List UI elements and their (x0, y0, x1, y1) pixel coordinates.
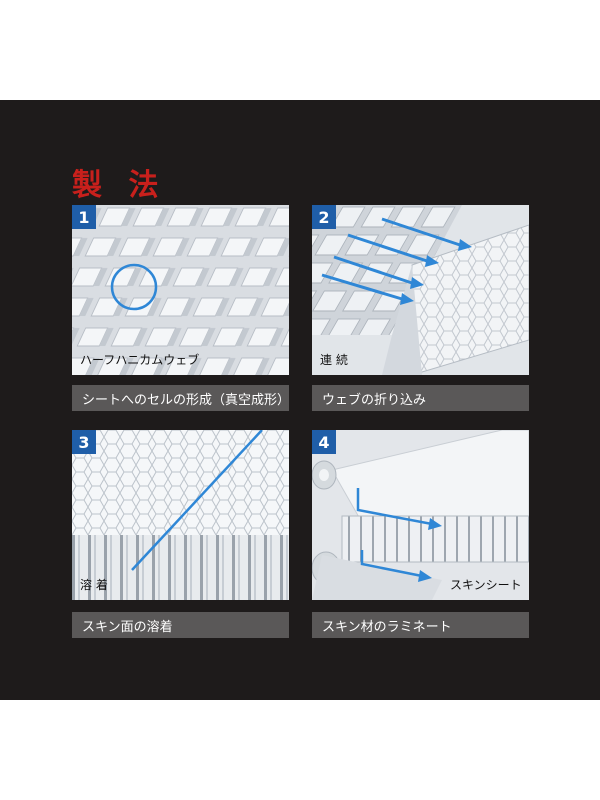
step-2-number-badge: 2 (312, 205, 336, 229)
step-1-label: ハーフハニカムウェブ (80, 353, 200, 367)
step-1-caption: シートへのセルの形成（真空成形） (72, 385, 290, 411)
step-2-caption: ウェブの折り込み (312, 385, 529, 411)
step-4-label: スキンシート (450, 578, 522, 592)
step-4-illustration: 4 スキンシート (312, 430, 529, 600)
half-honeycomb-web-image (72, 205, 289, 375)
step-1-number-badge: 1 (72, 205, 96, 229)
step-3-number-badge: 3 (72, 430, 96, 454)
skin-lamination-image (312, 430, 529, 600)
step-3-illustration: 3 溶 着 (72, 430, 289, 600)
step-3-caption: スキン面の溶着 (72, 612, 289, 638)
page-title: 製 法 (72, 168, 167, 203)
folding-web-image (312, 205, 529, 375)
step-1-illustration: 1 ハーフハニカムウェブ (72, 205, 289, 375)
step-4-caption: スキン材のラミネート (312, 612, 529, 638)
skin-welding-image (72, 430, 289, 600)
step-2-label: 連 続 (320, 353, 348, 367)
step-2-illustration: 2 連 続 (312, 205, 529, 375)
step-4-number-badge: 4 (312, 430, 336, 454)
step-3-label: 溶 着 (80, 578, 108, 592)
